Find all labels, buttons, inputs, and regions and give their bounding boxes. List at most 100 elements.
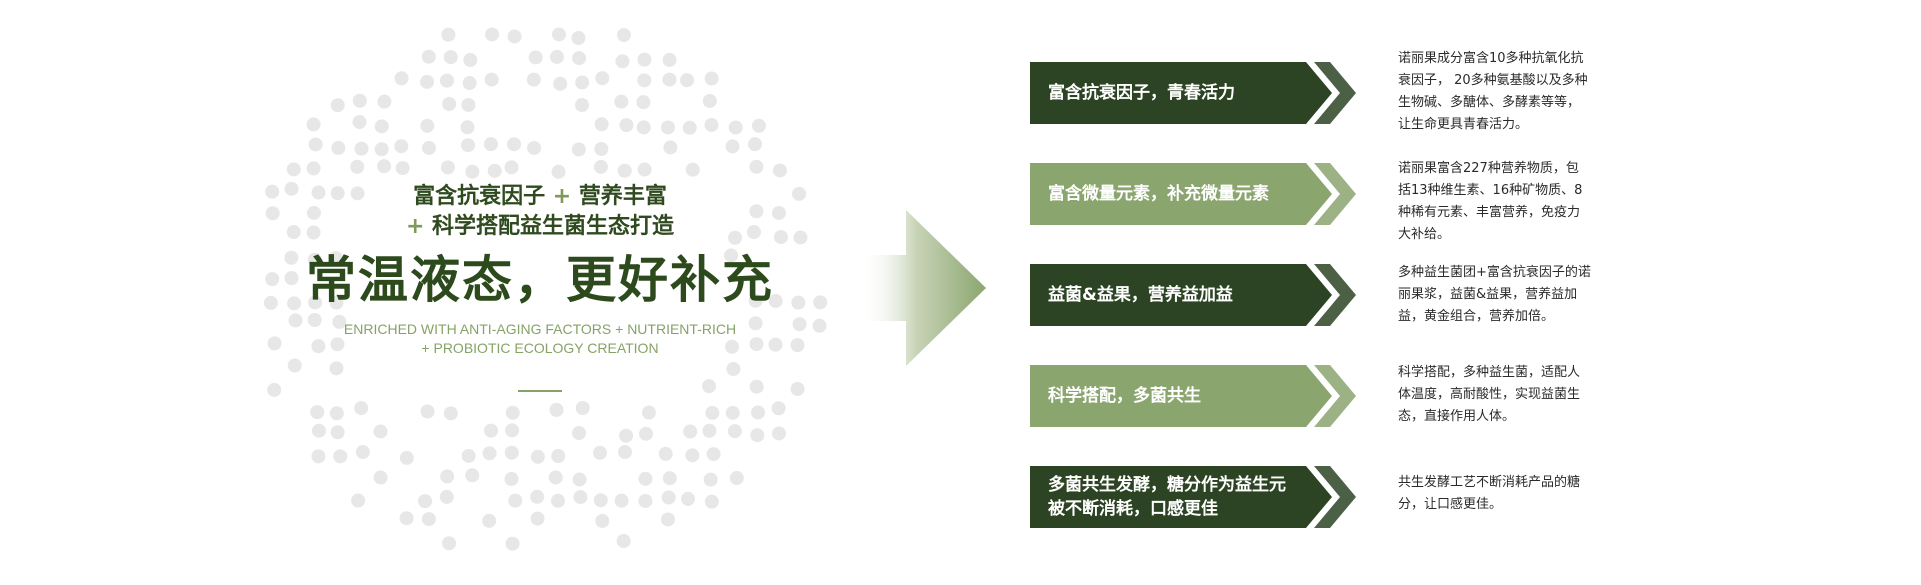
- decor-dot: [306, 225, 321, 240]
- feature-bar: [1030, 365, 1305, 427]
- decor-dot: [377, 159, 392, 174]
- decor-dot: [658, 446, 673, 461]
- decor-dot: [663, 140, 678, 155]
- decor-dot: [487, 163, 502, 178]
- decor-dot: [725, 339, 740, 354]
- feature-label: 富含微量元素，补充微量元素: [1048, 184, 1269, 204]
- decor-dot: [747, 137, 762, 152]
- decor-dot: [330, 98, 345, 113]
- decor-dot: [355, 445, 370, 460]
- hero-subtitle-line1: 富含抗衰因子 + 营养丰富: [260, 182, 820, 212]
- decor-dot: [571, 142, 586, 157]
- decor-dot: [284, 250, 299, 265]
- decor-dot: [749, 204, 764, 219]
- decor-dot: [350, 159, 365, 174]
- decor-dot: [443, 406, 458, 421]
- decor-dot: [460, 120, 475, 135]
- decor-dot: [614, 94, 629, 109]
- decor-dot: [352, 115, 367, 130]
- decor-dot: [354, 141, 369, 156]
- decor-dot: [507, 137, 522, 152]
- plus-sign: +: [405, 214, 425, 239]
- decor-dot: [726, 362, 741, 377]
- decor-dot: [267, 382, 282, 397]
- decor-dot: [288, 313, 303, 328]
- decor-dot: [462, 76, 477, 91]
- decor-dot: [660, 512, 675, 527]
- decor-dot: [771, 401, 786, 416]
- decor-dot: [615, 54, 630, 69]
- feature-description: 科学搭配，多种益生菌，适配人体温度，高耐酸性，实现益菌生态，直接作用人体。: [1398, 362, 1608, 428]
- decor-dot: [440, 160, 455, 175]
- decor-dot: [571, 31, 586, 46]
- hero-subtitle-part1: 富含抗衰因子: [413, 184, 546, 209]
- feature-description-line: 种稀有元素、丰富营养，免疫力: [1398, 205, 1581, 220]
- decor-dot: [308, 295, 323, 310]
- decor-dot: [773, 230, 788, 245]
- decor-dot: [394, 139, 409, 154]
- decor-dot: [725, 405, 740, 420]
- decor-dot: [573, 490, 588, 505]
- decor-dot: [443, 50, 458, 65]
- feature-label: 益菌&益果，营养益加益: [1048, 285, 1233, 305]
- decor-dot: [373, 470, 388, 485]
- decor-dot: [702, 93, 717, 108]
- decor-dot: [374, 119, 389, 134]
- feature-bar: [1030, 163, 1305, 225]
- decor-dot: [265, 184, 280, 199]
- decor-dot: [702, 379, 717, 394]
- decor-dot: [311, 185, 326, 200]
- decor-dot: [685, 448, 700, 463]
- decor-dot: [505, 536, 520, 551]
- decor-dot: [482, 513, 497, 528]
- decor-dot: [702, 423, 717, 438]
- decor-dot: [619, 118, 634, 133]
- feature-description-line: 益，黄金组合，营养加倍。: [1398, 309, 1555, 324]
- decor-dot: [350, 186, 365, 201]
- decor-dot: [420, 118, 435, 133]
- plus-sign: +: [552, 184, 572, 209]
- decor-dot: [418, 494, 433, 509]
- decor-dot: [703, 472, 718, 487]
- decor-dot: [617, 163, 632, 178]
- feature-label-line: 被不断消耗，口感更佳: [1048, 499, 1218, 519]
- decor-dot: [306, 161, 321, 176]
- decor-dot: [399, 450, 414, 465]
- decor-dot: [661, 490, 676, 505]
- chevron-right-icon: [1302, 466, 1356, 528]
- decor-dot: [751, 118, 766, 133]
- decor-dot: [575, 401, 590, 416]
- decor-dot: [330, 337, 345, 352]
- decor-dot: [619, 428, 634, 443]
- decor-dot: [330, 425, 345, 440]
- hero-divider: [518, 390, 562, 392]
- decor-dot: [377, 94, 392, 109]
- decor-dot: [747, 225, 762, 240]
- feature-description-line: 括13种维生素、16种矿物质、8: [1398, 183, 1583, 198]
- decor-dot: [442, 96, 457, 111]
- decor-dot: [641, 405, 656, 420]
- decor-dot: [461, 97, 476, 112]
- feature-bar: [1030, 264, 1305, 326]
- decor-dot: [527, 140, 542, 155]
- decor-dot: [637, 162, 652, 177]
- decor-dot: [311, 449, 326, 464]
- decor-dot: [812, 318, 827, 333]
- decor-dot: [553, 76, 568, 91]
- hero-block: 富含抗衰因子 + 营养丰富 + 科学搭配益生菌生态打造 常温液态，更好补充 EN…: [260, 182, 820, 392]
- feature-description: 多种益生菌团+富含抗衰因子的诺丽果浆，益菌&益果，营养益加益，黄金组合，营养加倍…: [1398, 262, 1608, 328]
- decor-dot: [614, 493, 629, 508]
- decor-dot: [328, 251, 343, 266]
- decor-dot: [308, 137, 323, 152]
- feature-bar: [1030, 62, 1305, 124]
- decor-dot: [792, 186, 807, 201]
- decor-dot: [551, 164, 566, 179]
- decor-dot: [571, 426, 586, 441]
- decor-dot: [637, 73, 652, 88]
- chevron-right-icon: [1302, 62, 1356, 124]
- chevron-right-icon: [1302, 365, 1356, 427]
- decor-dot: [267, 336, 282, 351]
- decor-dot: [551, 449, 566, 464]
